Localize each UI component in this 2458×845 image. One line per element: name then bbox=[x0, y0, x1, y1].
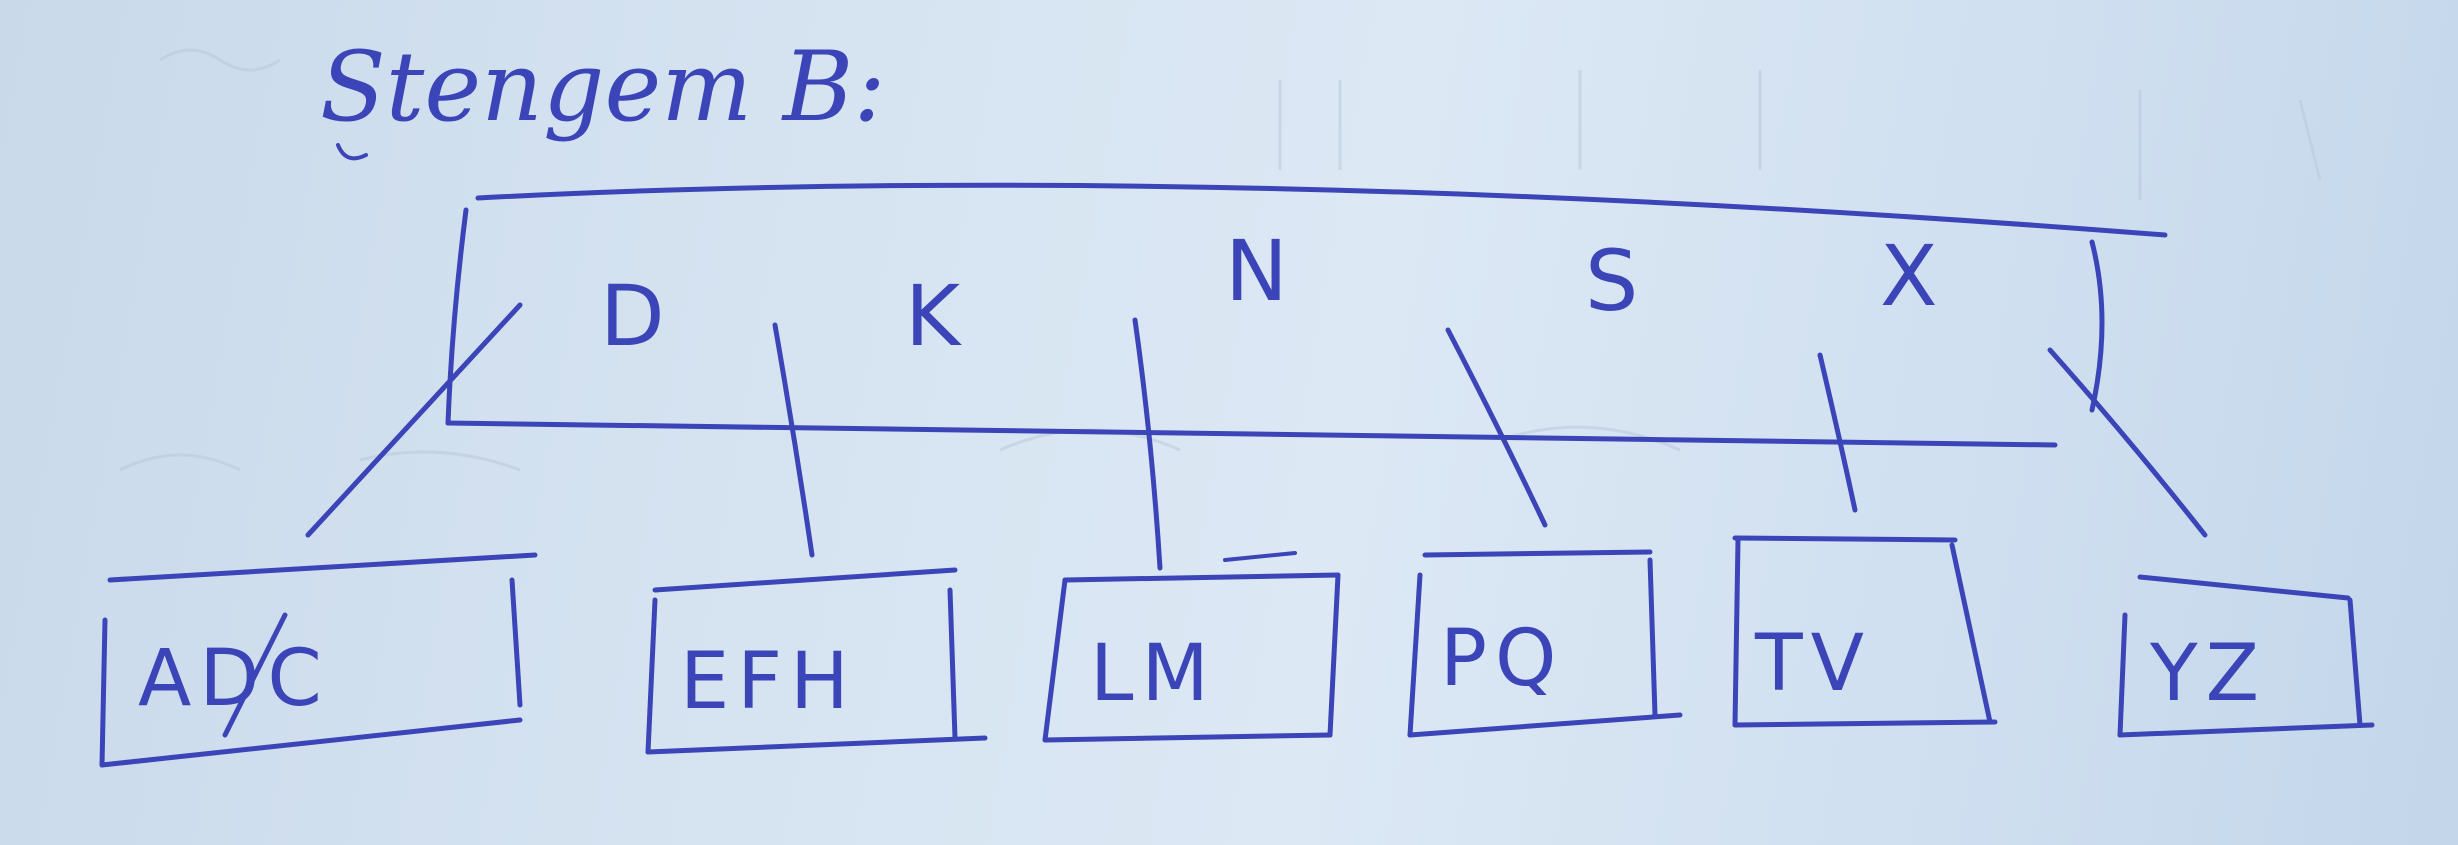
leaf-node-top-edge bbox=[652, 567, 958, 593]
pointer-line bbox=[1817, 352, 1858, 513]
child-pointers bbox=[305, 302, 2208, 571]
leaf-node-right-edge bbox=[509, 577, 523, 708]
leaf-node: TV bbox=[1732, 535, 1998, 728]
leaf-keys: ADC bbox=[138, 634, 330, 724]
leaf-node-top-tick bbox=[1223, 551, 1297, 562]
leaf-node-left-edge bbox=[1407, 572, 1423, 738]
leaf-node: LM bbox=[1042, 551, 1341, 743]
pointer-line bbox=[1132, 317, 1163, 571]
root-key: X bbox=[1880, 227, 1938, 325]
title-underline-mark bbox=[336, 143, 368, 161]
root-node-top-edge bbox=[475, 182, 2168, 238]
leaf-keys: LM bbox=[1090, 629, 1217, 719]
leaf-node-left-edge bbox=[1732, 537, 1741, 728]
leaf-node-top-edge bbox=[1732, 535, 1958, 543]
leaf-node: PQ bbox=[1407, 549, 1683, 738]
diagram-title: Stengem B: bbox=[320, 31, 886, 143]
root-key: D bbox=[600, 267, 665, 365]
leaf-node: ADC bbox=[99, 552, 538, 768]
paper-show-through bbox=[119, 48, 2322, 472]
leaf-node-left-edge bbox=[1042, 577, 1068, 743]
leaf-node-left-edge bbox=[2117, 612, 2128, 738]
root-key: N bbox=[1225, 222, 1288, 320]
leaf-node-top-edge bbox=[107, 552, 538, 583]
leaf-node-right-edge bbox=[1647, 557, 1658, 718]
pointer-line bbox=[305, 302, 523, 538]
root-node-bottom-edge bbox=[445, 420, 2058, 448]
root-node-left-edge bbox=[445, 207, 469, 426]
leaf-node-bottom-edge bbox=[1407, 712, 1683, 738]
root-key: K bbox=[905, 267, 962, 365]
leaf-node-bottom-edge bbox=[1732, 719, 1998, 728]
root-key: S bbox=[1585, 232, 1638, 330]
leaf-keys: TV bbox=[1754, 619, 1872, 709]
leaf-keys: PQ bbox=[1440, 614, 1564, 704]
leaf-node-top-edge bbox=[1422, 549, 1653, 558]
pointer-line bbox=[772, 322, 815, 558]
root-node-right-edge bbox=[2089, 239, 2105, 413]
leaf-node-top-edge bbox=[2137, 574, 2351, 601]
leaf-node-bottom-edge bbox=[645, 735, 988, 755]
leaf-node: EFH bbox=[645, 567, 988, 755]
leaf-node-right-edge bbox=[2347, 597, 2363, 728]
pointer-line bbox=[1445, 327, 1548, 528]
leaf-node-top-edge bbox=[1062, 572, 1341, 583]
leaf-node-right-edge bbox=[947, 587, 958, 741]
strike-mark bbox=[222, 612, 288, 738]
root-node: D K N S X bbox=[445, 182, 2168, 448]
leaf-node-left-edge bbox=[645, 597, 658, 755]
leaf-keys: YZ bbox=[2149, 629, 2267, 719]
leaf-node-right-edge bbox=[1327, 572, 1341, 738]
leaf-node-right-edge bbox=[1949, 542, 1993, 725]
leaf-node-bottom-edge bbox=[1042, 732, 1333, 743]
leaf-keys: EFH bbox=[680, 637, 857, 727]
leaf-node-left-edge bbox=[99, 617, 108, 768]
leaf-node-bottom-edge bbox=[99, 717, 523, 768]
pointer-line bbox=[2047, 347, 2208, 538]
leaf-node-bottom-edge bbox=[2117, 722, 2375, 738]
leaf-node: YZ bbox=[2117, 574, 2375, 738]
